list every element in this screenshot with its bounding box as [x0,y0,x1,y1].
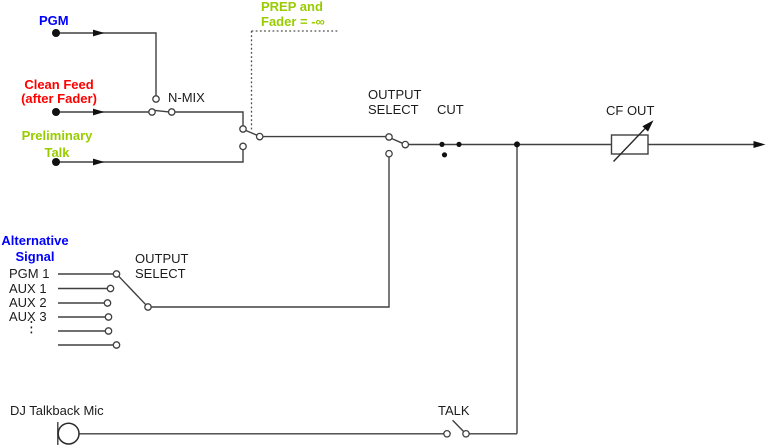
alt-sources-ellipsis: ⋮ [24,318,39,336]
n-mix-right-contact [167,108,176,116]
cut-contact-dot-lower [441,152,448,158]
cut-contact-dot-right [456,141,462,147]
pgm-label: PGM [39,13,69,28]
junction-dots [52,29,520,166]
selector1-top-contact [239,125,247,133]
n-mix-switch-blade [154,109,169,113]
clean-feed-arrow-icon [93,108,105,116]
clean-feed-label: Clean Feed(after Fader) [21,77,97,106]
pgm-arrow-icon [93,29,105,37]
pgm-wire [56,32,157,96]
alt-selector-pole [144,303,152,311]
output-select-main-blade [391,137,403,144]
alt-aux3-contact [104,313,113,321]
output-select-main-top-contact [385,133,393,141]
alt-aux1-contact [106,284,115,293]
selector1-pole [255,132,264,141]
alt-source-aux3-label: AUX 3 [9,309,47,324]
alt-output-wire [151,156,390,308]
selector1-blade [245,129,258,136]
alt-source-aux2-label: AUX 2 [9,295,47,310]
alt-extra1-contact [104,327,113,335]
talk-left-contact [443,429,451,438]
talk-right-contact [462,429,470,438]
talk-switch-blade [452,419,465,433]
cut-label: CUT [437,101,464,117]
flow-arrows [93,29,766,166]
preliminary-talk-wire [56,149,244,163]
alt-pgm1-contact [112,270,121,278]
talk-junction-dot [514,141,520,148]
talk-label: TALK [438,403,470,418]
alt-source-aux1-label: AUX 1 [9,280,47,296]
n-mix-label: N-MIX [168,89,205,105]
n-mix-output-wire [174,111,244,126]
pgm-contact [152,95,160,103]
cf-out-label: CF OUT [606,103,655,118]
n-mix-left-contact [148,108,156,116]
microphone-icon [57,422,80,445]
alt-extra2-contact [112,341,121,349]
cf-out-attenuator [610,120,654,162]
cut-contact-dot-left [439,141,445,147]
alt-source-pgm1-label: PGM 1 [9,266,50,281]
preliminary-talk-arrow-icon [93,158,105,166]
selector1-bottom-contact [239,142,247,151]
output-arrow-icon [753,141,766,148]
prep-dotted-line [250,30,338,132]
dj-talkback-mic-label: DJ Talkback Mic [10,403,104,418]
attenuator-arrow-shaft [612,126,648,162]
attenuator-arrow-head-icon [642,120,654,132]
output-select-main-pole [401,140,410,149]
clean-feed-input-dot [52,108,60,116]
switch-contacts [103,95,470,438]
output-select-alt-blade [118,275,147,306]
alt-aux2-contact [103,299,112,307]
output-select-main-bottom-contact [385,149,393,158]
pgm-input-dot [52,29,60,37]
preliminary-talk-input-dot [52,158,60,166]
